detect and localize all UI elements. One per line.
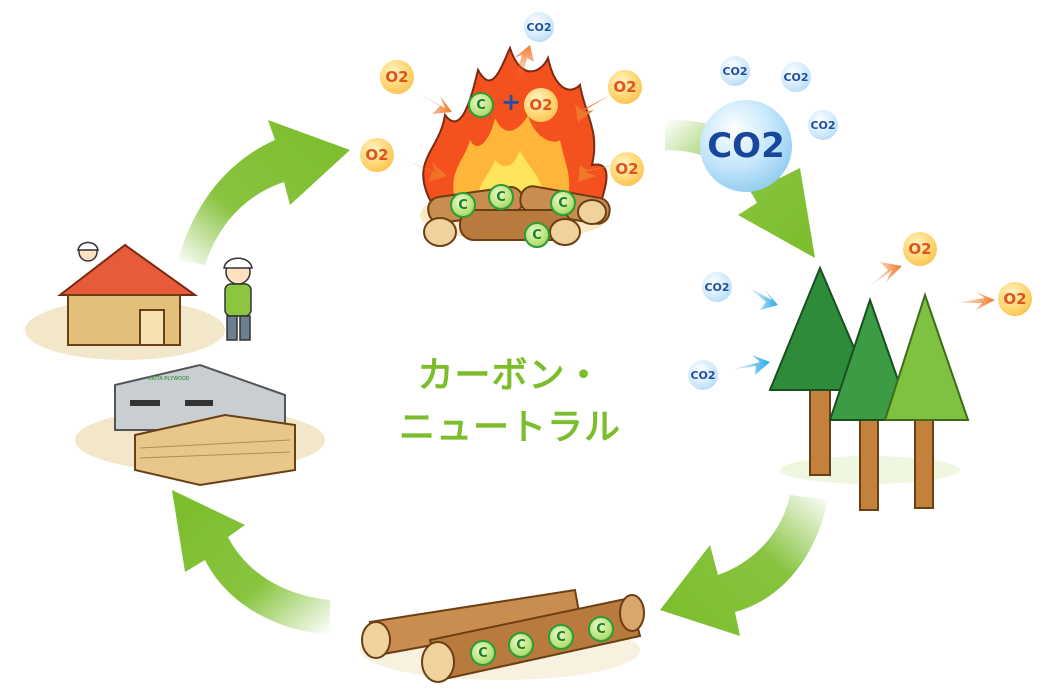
carbon-badge: C xyxy=(550,190,576,216)
co2-arrows xyxy=(514,45,778,375)
co2-badge: CO2 xyxy=(702,272,732,302)
cycle-arrow-top-left xyxy=(178,120,350,265)
cycle-arrow-bottom-right xyxy=(660,495,828,636)
carbon-badge: C xyxy=(468,92,494,118)
carbon-badge: C xyxy=(548,624,574,650)
title-line-1: カーボン・ xyxy=(417,355,603,396)
carbon-badge: C xyxy=(470,640,496,666)
co2-badge: CO2 xyxy=(688,360,718,390)
co2-badge: CO2 xyxy=(808,110,838,140)
o2-badge: O2 xyxy=(380,60,414,94)
carbon-badge: C xyxy=(588,616,614,642)
trees-icon xyxy=(768,265,970,511)
carbon-badge: C xyxy=(524,222,550,248)
o2-badge: O2 xyxy=(903,232,937,266)
co2-badge: CO2 xyxy=(524,12,554,42)
carbon-badge: C xyxy=(508,632,534,658)
cycle-arrow-bottom-left xyxy=(172,490,330,635)
o2-badge: O2 xyxy=(608,70,642,104)
o2-badge: O2 xyxy=(524,88,558,122)
carbon-badge: C xyxy=(450,192,476,218)
worker-icon xyxy=(77,241,253,341)
co2-badge: CO2 xyxy=(720,56,750,86)
title-line-2: ニュートラル xyxy=(398,407,621,448)
o2-badge: O2 xyxy=(610,152,644,186)
o2-badge: O2 xyxy=(360,138,394,172)
center-title: カーボン・ ニュートラル xyxy=(380,350,640,454)
house-icon xyxy=(25,243,225,360)
o2-arrows xyxy=(400,90,995,310)
lumber-icon xyxy=(134,413,296,487)
factory-sign: AKITA PLYWOOD xyxy=(148,376,190,382)
co2-large-badge: CO2 xyxy=(700,100,792,192)
co2-badge: CO2 xyxy=(781,62,811,92)
plus-sign: + xyxy=(501,88,522,116)
carbon-badge: C xyxy=(488,184,514,210)
o2-badge: O2 xyxy=(998,282,1032,316)
